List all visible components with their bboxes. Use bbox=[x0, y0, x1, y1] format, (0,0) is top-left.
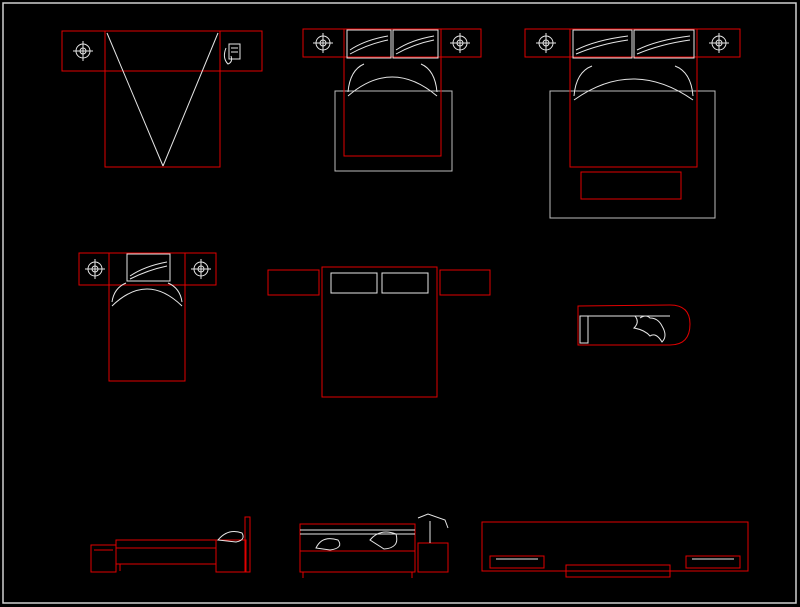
pillow-icon bbox=[572, 29, 633, 59]
mattress bbox=[108, 252, 186, 382]
armrest bbox=[579, 315, 589, 344]
nightstand bbox=[417, 542, 449, 573]
daybed-outline bbox=[577, 304, 691, 346]
nightstand bbox=[215, 539, 247, 573]
daybed-plan bbox=[577, 304, 691, 346]
duvet-fold-curve bbox=[167, 282, 183, 303]
mattress bbox=[343, 28, 442, 157]
nightstand bbox=[489, 555, 545, 569]
pillow-icon bbox=[633, 29, 695, 59]
duvet-fold-curve bbox=[111, 288, 183, 307]
duvet-fold-curve bbox=[420, 63, 438, 93]
cover-fold-line bbox=[162, 32, 219, 167]
pillow-icon bbox=[315, 538, 341, 551]
duvet-fold-curve bbox=[573, 65, 593, 97]
lamp-icon bbox=[72, 40, 94, 62]
bed-plan-1 bbox=[61, 30, 263, 168]
lamp-icon bbox=[190, 258, 212, 280]
duvet-fold-curve bbox=[347, 63, 365, 93]
mattress bbox=[104, 30, 221, 168]
bed-plan-4 bbox=[78, 252, 217, 382]
bed-base bbox=[565, 564, 671, 578]
nightstand bbox=[267, 269, 320, 296]
lamp-icon bbox=[708, 32, 730, 54]
bench bbox=[580, 171, 682, 200]
cover-fold-line bbox=[106, 32, 164, 167]
bed-elevation-1 bbox=[90, 516, 251, 573]
pillow-icon bbox=[392, 29, 439, 59]
pillow-icon bbox=[126, 253, 171, 282]
mattress bbox=[569, 28, 698, 168]
bed-plan-3 bbox=[524, 28, 741, 219]
bed-elevation-2 bbox=[299, 513, 449, 578]
duvet-fold-curve bbox=[111, 282, 127, 303]
lamp-icon bbox=[84, 258, 106, 280]
duvet-fold-curve bbox=[347, 76, 438, 97]
pillow-icon bbox=[217, 531, 244, 543]
bed-plan-5 bbox=[267, 266, 491, 398]
lamp-icon bbox=[417, 513, 449, 529]
telephone-icon bbox=[223, 43, 241, 65]
mattress bbox=[321, 266, 438, 398]
duvet-fold-curve bbox=[573, 78, 694, 101]
nightstand bbox=[439, 269, 491, 296]
cushion-throw bbox=[632, 315, 666, 343]
bed-side bbox=[115, 539, 217, 565]
nightstand bbox=[685, 555, 741, 569]
pillow-icon bbox=[346, 29, 392, 59]
duvet-fold-curve bbox=[674, 65, 694, 97]
lamp-icon bbox=[449, 32, 471, 54]
lamp-icon bbox=[535, 32, 557, 54]
rug bbox=[334, 90, 453, 172]
rug bbox=[549, 90, 716, 219]
pillow-icon bbox=[381, 272, 429, 294]
side-table bbox=[90, 544, 117, 573]
bed-plan-2 bbox=[302, 28, 482, 172]
lamp-icon bbox=[312, 32, 334, 54]
headboard-panel bbox=[481, 521, 749, 572]
bed-front bbox=[299, 523, 416, 573]
pillow-icon bbox=[330, 272, 378, 294]
bed-elevation-3 bbox=[481, 521, 749, 578]
pillow-icon bbox=[369, 531, 398, 550]
headboard bbox=[244, 516, 251, 573]
